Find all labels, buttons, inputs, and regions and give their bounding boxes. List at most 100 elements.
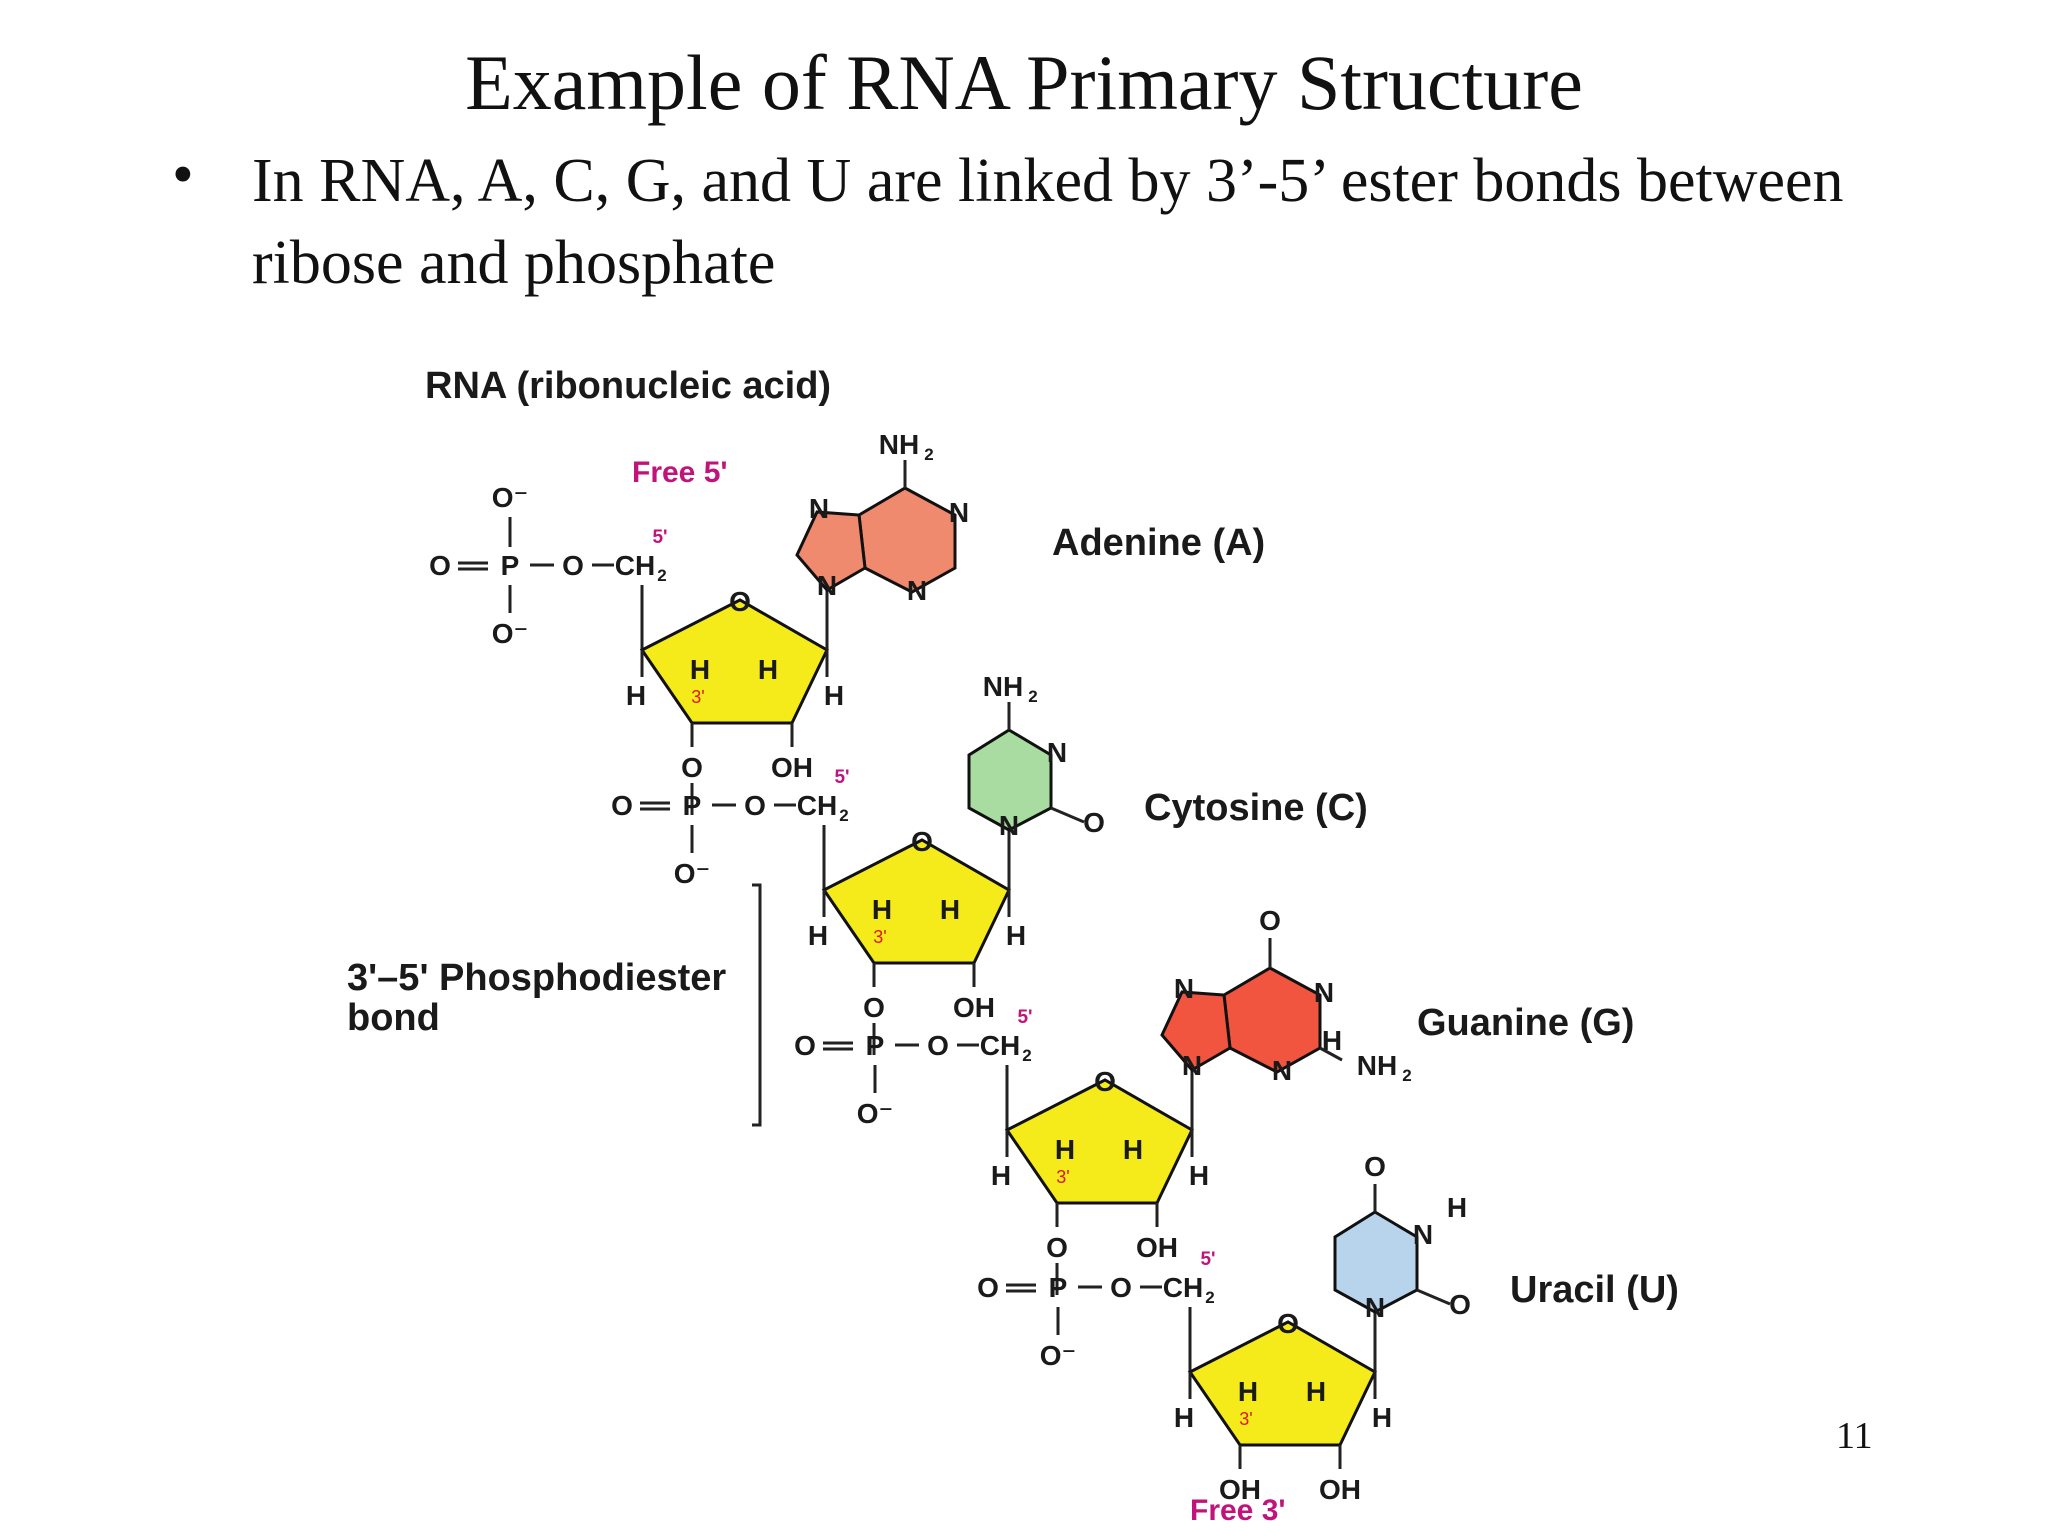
- base-n-atom: N: [1365, 1292, 1385, 1323]
- bond-label-line1: 3'–5' Phosphodiester: [347, 957, 726, 999]
- terminal-3-oh: OH: [1219, 1474, 1261, 1505]
- sugar-h-atom: H: [991, 1160, 1011, 1191]
- position-5-label: 5': [1200, 1249, 1215, 1270]
- linking-o-atom: O: [681, 752, 703, 783]
- ch2-subscript: 2: [839, 806, 848, 825]
- linking-o-atom: O: [863, 992, 885, 1023]
- sugar-h-atom: H: [1006, 920, 1026, 951]
- carbonyl-bond: [1416, 1288, 1451, 1306]
- base-n-atom: N: [809, 493, 829, 524]
- position-3-label: 3': [1056, 1167, 1069, 1187]
- ribose-sugar-ring: [1187, 1320, 1377, 1447]
- position-5-label: 5': [652, 527, 667, 548]
- page-number: 11: [1836, 1415, 1873, 1457]
- purine-five-ring: [1160, 990, 1232, 1072]
- phosphate-p-atom: P: [501, 550, 520, 581]
- bullet-marker: •: [172, 141, 194, 209]
- carbonyl-o-atom: O: [1083, 807, 1105, 838]
- phosphate-o-atom: O: [977, 1272, 999, 1303]
- amino-group: NH: [983, 671, 1023, 702]
- phosphate-o-minus-atom: O⁻: [492, 618, 529, 649]
- carbonyl-bond: [1050, 806, 1085, 824]
- base-name-label: Cytosine (C): [1144, 787, 1368, 829]
- n-h-atom: H: [1322, 1025, 1342, 1056]
- sugar-h-atom: H: [1174, 1402, 1194, 1433]
- base-name-label: Adenine (A): [1052, 522, 1265, 564]
- position-3-label: 3': [1239, 1409, 1252, 1429]
- sugar-h-atom: H: [1189, 1160, 1209, 1191]
- ch2-subscript: 2: [1205, 1288, 1214, 1307]
- carbonyl-o-atom: O: [1259, 905, 1281, 936]
- ch2-group: CH: [1163, 1272, 1203, 1303]
- ch2-subscript: 2: [1022, 1046, 1031, 1065]
- position-5-label: 5': [834, 767, 849, 788]
- base-n-atom: N: [907, 575, 927, 606]
- ring-o-atom: O: [729, 586, 751, 617]
- ring-o-atom: O: [1277, 1308, 1299, 1339]
- carbonyl-o-atom: O: [1364, 1151, 1386, 1182]
- amino-group: NH: [879, 429, 919, 460]
- phosphate-p-atom: P: [683, 790, 702, 821]
- phosphate-o-atom: O: [611, 790, 633, 821]
- phosphate-p-atom: P: [866, 1030, 885, 1061]
- bullet-text: In RNA, A, C, G, and U are linked by 3’-…: [252, 147, 1844, 297]
- phosphate-o-minus-atom: O⁻: [857, 1098, 894, 1129]
- amino-group: NH: [1357, 1050, 1397, 1081]
- phosphate-o-atom: O: [794, 1030, 816, 1061]
- sugar-h-atom: H: [808, 920, 828, 951]
- ribose-sugar-ring: [639, 598, 829, 725]
- ch2-subscript: 2: [657, 566, 666, 585]
- ester-o-atom: O: [927, 1030, 949, 1061]
- base-n-atom: N: [949, 497, 969, 528]
- sugar-h-atom: H: [824, 680, 844, 711]
- phosphate-o-atom: O: [429, 550, 451, 581]
- ribose-2-oh: OH: [953, 992, 995, 1023]
- base-n-atom: N: [1182, 1050, 1202, 1081]
- base-n-atom: N: [1174, 973, 1194, 1004]
- ch2-group: CH: [980, 1030, 1020, 1061]
- position-3-label: 3': [691, 687, 704, 707]
- sugar-h-atom: H: [626, 680, 646, 711]
- base-name-label: Uracil (U): [1510, 1269, 1679, 1311]
- carbonyl-o-atom: O: [1449, 1289, 1471, 1320]
- sugar-h-atom: H: [940, 894, 960, 925]
- linking-o-atom: O: [1046, 1232, 1068, 1263]
- position-3-label: 3': [873, 927, 886, 947]
- ribose-2-oh: OH: [1136, 1232, 1178, 1263]
- ester-o-atom: O: [744, 790, 766, 821]
- phosphate-o-minus-atom: O⁻: [1040, 1340, 1077, 1371]
- phosphate-o-minus-top-atom: O⁻: [492, 482, 529, 513]
- ring-o-atom: O: [911, 826, 933, 857]
- sugar-h-atom: H: [690, 654, 710, 685]
- bond-label-line2: bond: [347, 997, 440, 1039]
- base-n-atom: N: [999, 810, 1019, 841]
- amino-subscript: 2: [924, 445, 933, 464]
- ring-o-atom: O: [1094, 1066, 1116, 1097]
- phosphodiester-bracket: [752, 883, 762, 1127]
- ch2-group: CH: [615, 550, 655, 581]
- ester-o-atom: O: [562, 550, 584, 581]
- free-5-label: Free 5': [632, 456, 728, 489]
- sugar-h-atom: H: [872, 894, 892, 925]
- base-n-atom: N: [1413, 1219, 1433, 1250]
- ester-o-atom: O: [1110, 1272, 1132, 1303]
- sugar-h-atom: H: [758, 654, 778, 685]
- base-n-atom: N: [1314, 977, 1334, 1008]
- free-3-label: Free 3': [1190, 1494, 1286, 1527]
- sugar-h-atom: H: [1238, 1376, 1258, 1407]
- ch2-group: CH: [797, 790, 837, 821]
- ribose-2-oh: OH: [1319, 1474, 1361, 1505]
- ribose-sugar-ring: [821, 838, 1011, 965]
- sugar-h-atom: H: [1123, 1134, 1143, 1165]
- sugar-h-atom: H: [1306, 1376, 1326, 1407]
- amino-subscript: 2: [1028, 687, 1037, 706]
- base-name-label: Guanine (G): [1417, 1002, 1634, 1044]
- base-n-atom: N: [1272, 1055, 1292, 1086]
- diagram-heading: RNA (ribonucleic acid): [425, 365, 831, 407]
- base-n-atom: N: [1047, 737, 1067, 768]
- purine-five-ring: [795, 510, 867, 592]
- sugar-h-atom: H: [1372, 1402, 1392, 1433]
- sugar-h-atom: H: [1055, 1134, 1075, 1165]
- ribose-sugar-ring: [1004, 1078, 1194, 1205]
